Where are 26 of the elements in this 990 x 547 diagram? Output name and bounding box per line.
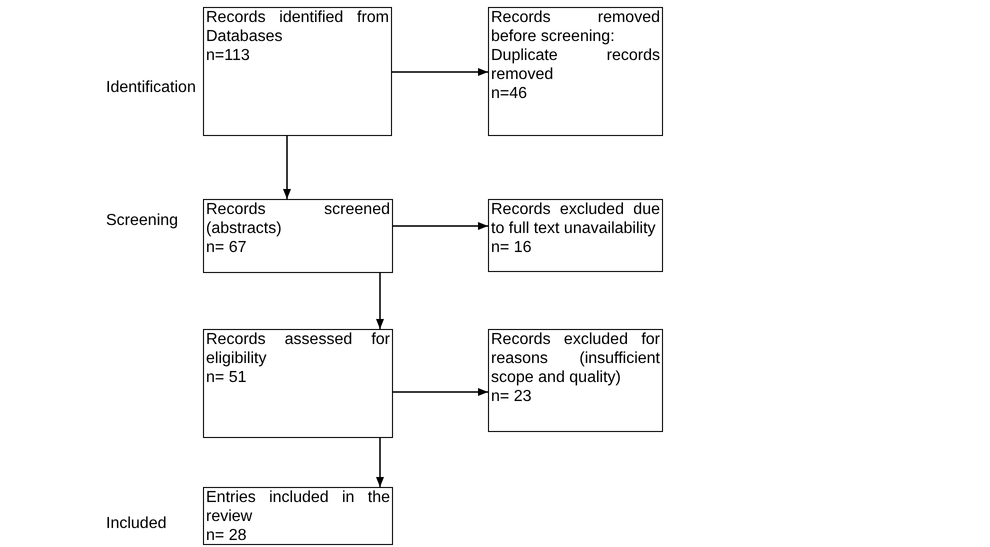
process-box <box>203 487 393 545</box>
process-box <box>488 7 663 136</box>
arrow <box>376 438 384 487</box>
stage-label: Screening <box>106 211 178 231</box>
process-box <box>203 329 393 438</box>
process-box <box>488 329 663 432</box>
box-text: Records excluded for reasons (insufficient scope and quality) <box>491 330 660 387</box>
box-text: n=113 <box>206 46 251 65</box>
box-text: Records removed before screening: <box>491 8 660 46</box>
arrow <box>376 273 384 329</box>
box-text: n= 28 <box>206 526 248 545</box>
process-box <box>488 199 663 272</box>
stage-label: Included <box>106 514 166 534</box>
process-box <box>203 7 392 136</box>
box-text: n= 51 <box>206 368 248 387</box>
box-text: n= 16 <box>491 238 532 257</box>
arrow <box>283 136 291 199</box>
arrow <box>392 68 488 76</box>
box-text: n= 23 <box>491 387 532 406</box>
box-text: n= 67 <box>206 238 248 257</box>
box-text: Records screened (abstracts) <box>206 200 390 238</box>
box-text: n=46 <box>491 84 528 103</box>
process-box <box>203 199 393 273</box>
arrow <box>393 222 488 230</box>
stage-label: Identification <box>106 78 196 98</box>
arrow <box>393 388 488 396</box>
